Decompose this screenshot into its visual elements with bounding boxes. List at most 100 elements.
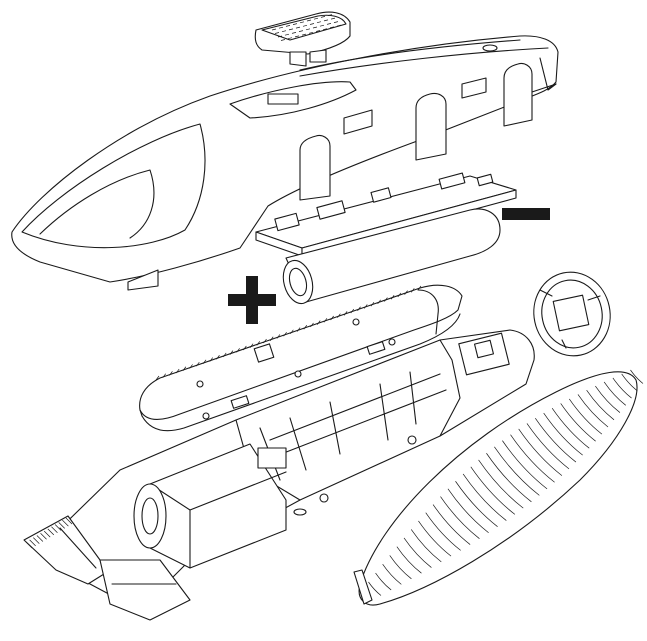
tray-tooth — [290, 329, 294, 335]
grip-rib — [486, 453, 532, 503]
switch-grip-mark — [285, 25, 291, 27]
power-switch-button — [254, 11, 351, 67]
switch-grip-texture — [271, 14, 342, 41]
tray-tooth — [417, 285, 422, 291]
switch-grip-mark — [326, 23, 332, 25]
motor-block — [133, 443, 287, 569]
grip-rib — [418, 520, 452, 557]
switch-grip-mark — [323, 19, 329, 22]
tray-tooth — [323, 318, 328, 323]
grip-rib — [425, 512, 461, 551]
blade-tooth — [36, 535, 44, 542]
tray-tooth — [343, 311, 348, 316]
grip-rib — [403, 537, 432, 568]
grip-rib — [502, 440, 548, 490]
blade-tooth — [40, 533, 47, 540]
tray-tooth — [189, 364, 193, 369]
grip-rib — [396, 546, 422, 574]
switch-grip-mark — [329, 26, 335, 29]
grip-rib — [586, 390, 615, 421]
tray-tooth — [236, 348, 240, 353]
grip-rib — [447, 488, 489, 533]
switch-grip-mark — [280, 39, 286, 41]
switch-grip-mark — [277, 35, 283, 38]
switch-grip-mark — [316, 21, 322, 24]
switch-grip-mark — [312, 26, 318, 29]
minus-sign — [502, 208, 550, 220]
grip-rib — [478, 459, 524, 509]
grip-rib — [375, 572, 392, 591]
tray-tooth — [330, 315, 334, 321]
switch-grip-mark — [320, 16, 326, 18]
tray-tooth — [162, 373, 166, 378]
blade-tooth — [65, 517, 73, 525]
grip-rib — [510, 434, 555, 483]
grip-rib — [526, 423, 570, 470]
grip-rib — [432, 504, 471, 545]
blade-tooth — [62, 519, 69, 527]
switch-grip-mark — [327, 14, 333, 16]
tray-tooth — [404, 290, 408, 295]
tray-tooth — [276, 334, 281, 339]
grip-rib — [440, 496, 480, 539]
tray-tooth — [357, 306, 361, 311]
blade-tooth — [58, 522, 65, 529]
blade-assembly — [23, 515, 191, 621]
tray-tooth — [209, 357, 214, 362]
switch-grip-mark — [330, 17, 336, 20]
tray-tooth — [370, 301, 375, 307]
blade-teeth — [25, 517, 73, 549]
battery-holder-tray — [139, 284, 463, 432]
switch-grip-mark — [287, 37, 293, 40]
switch-grip-mark — [284, 33, 290, 36]
grip-rib — [603, 381, 626, 406]
switch-grip-mark — [274, 32, 280, 34]
switch-grip-mark — [301, 33, 307, 36]
battery-cell — [282, 208, 501, 305]
switch-grip-mark — [306, 19, 312, 22]
tray-tooth — [316, 320, 321, 325]
cover-clip-row — [299, 57, 557, 201]
switch-grip-mark — [294, 35, 300, 38]
tray-tooth — [202, 359, 207, 365]
switch-grip-mark — [322, 28, 328, 31]
grip-rib — [630, 369, 644, 384]
switch-grip-mark — [333, 21, 339, 23]
grip-ribs — [368, 369, 644, 596]
tray-tooth — [377, 299, 381, 305]
blade-tooth — [25, 541, 33, 549]
switch-grip-mark — [336, 24, 342, 27]
grip-rib — [569, 398, 603, 435]
tray-tooth — [222, 352, 227, 358]
tray-tooth — [196, 361, 200, 367]
round-end-cap — [533, 271, 611, 357]
blade-tooth — [33, 537, 40, 544]
grip-rib — [368, 581, 382, 596]
switch-grip-mark — [288, 28, 294, 31]
grip-rib — [382, 564, 402, 585]
switch-grip-mark — [295, 26, 301, 29]
ribbed-grip-cover — [353, 371, 638, 606]
switch-grip-mark — [313, 17, 319, 20]
switch-grip-mark — [299, 21, 305, 24]
blade-tooth — [29, 539, 36, 547]
switch-grip-mark — [308, 31, 314, 34]
grip-rib — [612, 377, 632, 399]
switch-grip-mark — [298, 30, 304, 32]
blade-tooth — [47, 528, 55, 536]
switch-grip-mark — [271, 28, 277, 31]
tray-tooth — [283, 331, 287, 337]
blade-tooth — [51, 526, 58, 533]
tray-tooth — [155, 375, 160, 381]
grip-rib — [455, 481, 498, 527]
grip-rib — [410, 529, 442, 563]
tray-tooth — [337, 313, 341, 318]
tray-tooth — [296, 327, 301, 332]
switch-grip-mark — [315, 30, 321, 32]
tray-tooth — [310, 322, 314, 328]
switch-grip-mark — [309, 23, 315, 25]
grip-rib — [462, 473, 507, 521]
tray-tooth — [397, 292, 402, 298]
